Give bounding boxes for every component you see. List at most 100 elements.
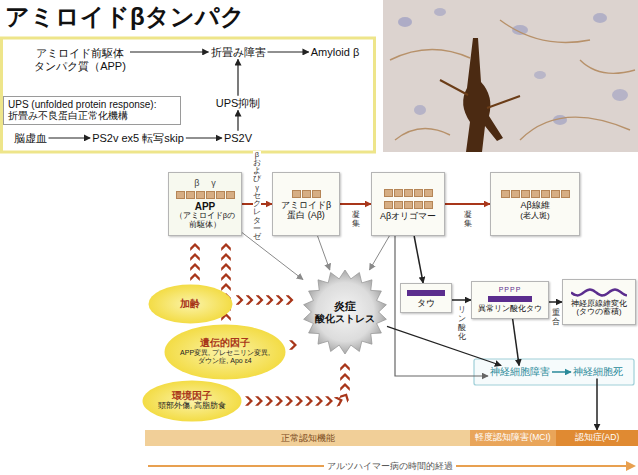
axis-label: アルツハイマー病の時間的経過 xyxy=(324,461,456,471)
node-text: 神経原線維変化 xyxy=(571,299,627,308)
neuron-body xyxy=(463,38,503,152)
process-box: βγAPP（アミロイドβの前駆体） xyxy=(168,172,242,236)
nucleus xyxy=(534,71,546,79)
flow-text: PS2V xyxy=(222,131,254,146)
nucleus xyxy=(593,13,607,23)
flow-text: 脳虚血 xyxy=(12,131,49,146)
protein-block xyxy=(424,201,433,209)
node-text: 軽度認知障害(MCI) xyxy=(475,433,550,443)
chevron-arrow xyxy=(195,236,196,284)
process-box: Aβオリゴマー xyxy=(371,172,445,236)
protein-block xyxy=(531,190,540,198)
node-text: 神経細胞死 xyxy=(573,367,623,378)
node-text: 正常認知機能 xyxy=(281,433,335,443)
flow-text: Amyloid β xyxy=(309,45,362,60)
chevron-arrow xyxy=(286,345,303,346)
node-text: 環境因子 xyxy=(172,391,212,402)
arrow-label: 凝集 xyxy=(352,211,360,229)
symbol-row: βγ xyxy=(194,178,216,188)
node-text: (タウの蓄積) xyxy=(577,308,622,317)
flow-text: 神経細胞死 xyxy=(571,366,625,379)
protein-block xyxy=(176,191,185,199)
arrow-label: リン酸化 xyxy=(458,306,466,341)
node-text: 脳虚血 xyxy=(14,132,47,145)
protein-blocks xyxy=(384,189,433,197)
protein-blocks xyxy=(292,190,321,198)
protein-block xyxy=(312,190,321,198)
protein-block xyxy=(226,191,235,199)
protein-block xyxy=(501,190,510,198)
protein-block xyxy=(511,190,520,198)
protein-block xyxy=(384,201,393,209)
flow-arrow xyxy=(186,137,222,138)
protein-blocks xyxy=(501,190,570,198)
burst-outline xyxy=(303,270,387,354)
tau-bar xyxy=(407,290,445,296)
protein-block xyxy=(384,189,393,197)
node-text: UPS抑制 xyxy=(216,97,261,110)
node-text: 遺伝的因子 xyxy=(200,338,250,349)
node-text: （アミロイドβの前駆体） xyxy=(173,212,237,229)
arrow-label: 重合 xyxy=(552,309,560,327)
node-text: タウ xyxy=(417,298,435,308)
node-text: 加齢 xyxy=(180,298,200,310)
protein-block xyxy=(414,189,423,197)
process-box: アミロイドβ 蛋白 (Aβ) xyxy=(272,172,340,236)
damage-frame xyxy=(474,359,634,385)
flow-arrow xyxy=(549,301,562,303)
protein-block xyxy=(521,190,530,198)
nucleus xyxy=(414,105,426,115)
stress-burst: 炎症酸化ストレス xyxy=(303,270,387,354)
flow-arrow xyxy=(318,236,330,270)
node-text: γ xyxy=(211,178,216,188)
flow-text: UPS抑制 xyxy=(214,96,263,111)
flow-arrow xyxy=(387,326,501,365)
protein-block xyxy=(216,191,225,199)
flow-arrow xyxy=(268,51,309,52)
protein-block xyxy=(561,190,570,198)
flow-text: UPS (unfolded protein response): 折畳み不良蛋白… xyxy=(3,96,181,125)
neuron-process xyxy=(440,80,520,108)
protein-block xyxy=(424,189,433,197)
arrow-label: βおよびγセクレターゼ xyxy=(253,151,261,242)
node-text: PPPP xyxy=(499,286,522,294)
node-text: アミロイド前駆体 タンパク質（APP) xyxy=(32,47,128,72)
node-text: APP xyxy=(195,201,216,213)
ellipse-fill xyxy=(143,381,242,422)
node-text: Aβオリゴマー xyxy=(380,211,436,221)
tangle-wave xyxy=(571,288,627,297)
burst-fill xyxy=(304,270,387,354)
ellipse-fill xyxy=(148,285,232,324)
node-text: 折畳み障害 xyxy=(211,46,266,59)
protein-block xyxy=(196,191,205,199)
node-text: アミロイドβ 蛋白 (Aβ) xyxy=(277,200,335,221)
protein-block xyxy=(302,190,311,198)
factor-ellipse: 加齢 xyxy=(148,284,233,324)
nucleus xyxy=(434,8,446,16)
flow-frame xyxy=(2,38,375,152)
process-box: タウ xyxy=(400,283,452,313)
factor-ellipse: 環境因子頭部外傷, 高脂肪食 xyxy=(142,380,242,422)
flow-arrow xyxy=(552,371,571,373)
node-text: 異常リン酸化タウ xyxy=(478,304,542,313)
flow-arrow xyxy=(370,236,390,270)
process-box: PPPP 異常リン酸化タウ xyxy=(471,281,549,319)
protein-block xyxy=(394,201,403,209)
tangle-wave-line xyxy=(571,289,627,295)
flow-arrow xyxy=(414,236,423,283)
protein-block xyxy=(186,191,195,199)
flow-text: アミロイド前駆体 タンパク質（APP) xyxy=(30,45,130,74)
flow-arrow xyxy=(452,299,471,301)
flow-arrow xyxy=(49,137,91,138)
flow-arrow xyxy=(596,378,598,430)
protein-block xyxy=(541,190,550,198)
ellipse-fill xyxy=(165,325,286,380)
nucleus xyxy=(612,89,628,101)
node-text: β xyxy=(194,178,199,188)
node-text: Amyloid β xyxy=(311,46,360,59)
node-text: (老人斑) xyxy=(520,211,549,220)
arrow-label: 凝集 xyxy=(464,211,472,229)
flow-arrow xyxy=(237,59,238,95)
